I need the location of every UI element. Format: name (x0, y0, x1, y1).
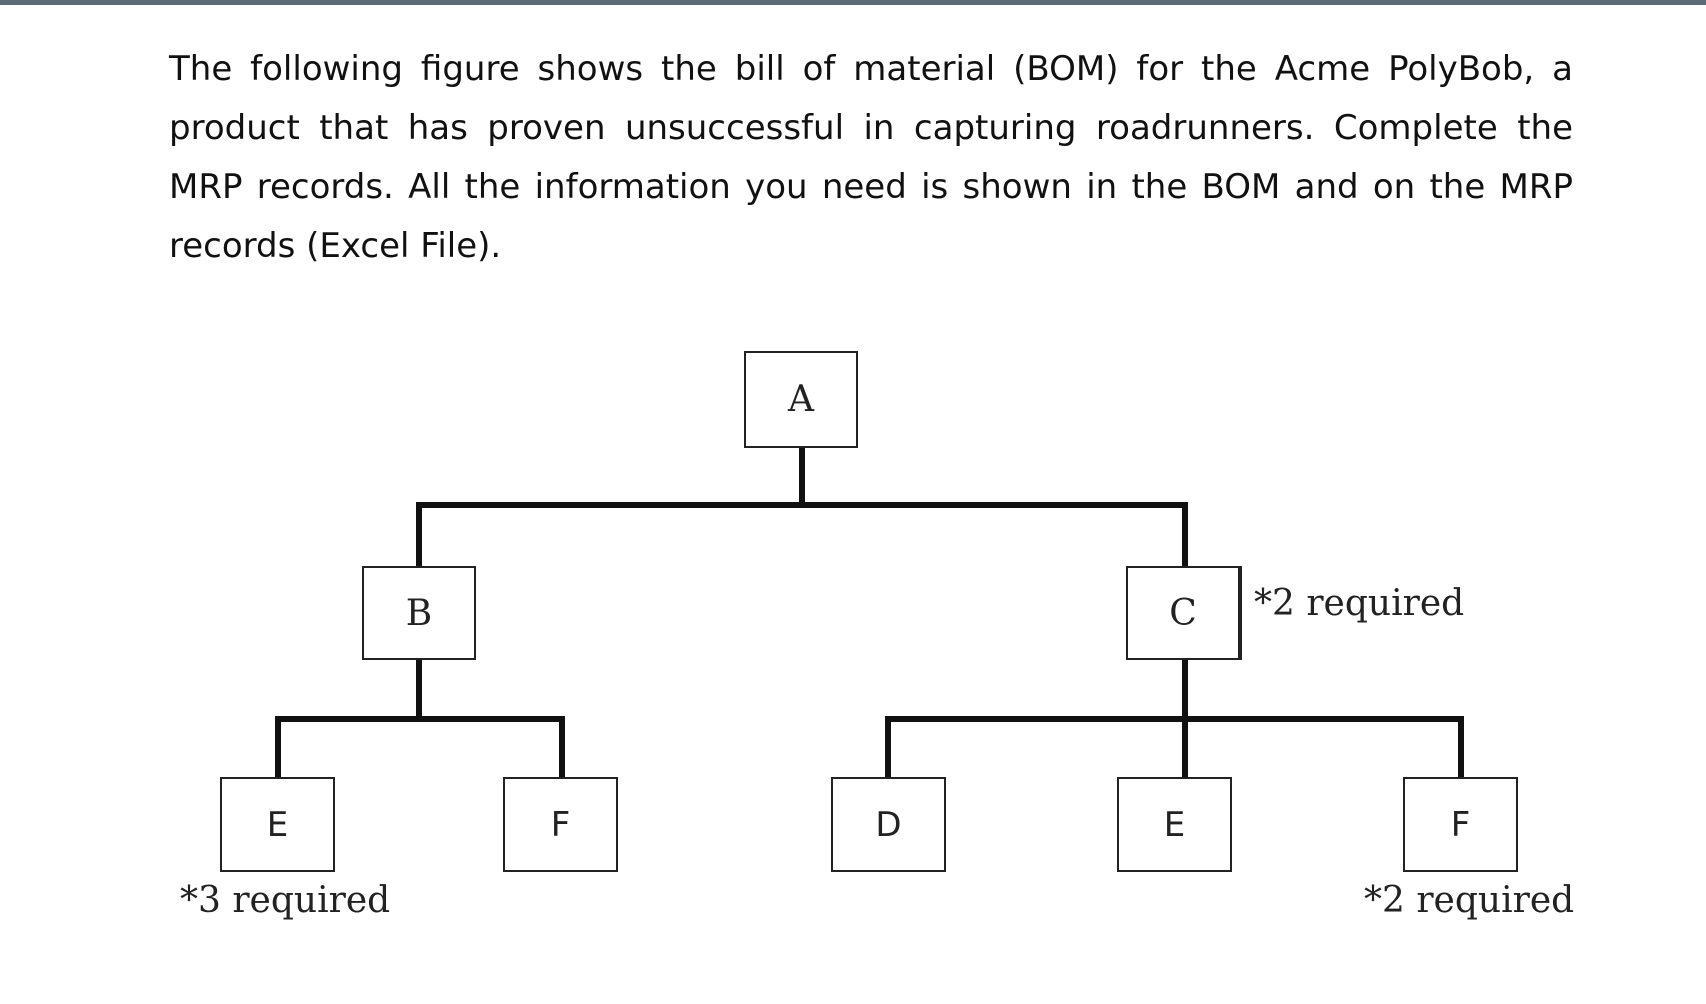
e-quantity-note: *3 required (180, 880, 391, 921)
bom-node-f-under-b: F (503, 777, 618, 872)
bom-node-e-under-b-label: E (266, 804, 289, 845)
bom-node-c: C (1126, 566, 1240, 660)
bom-node-b-label: B (405, 592, 433, 634)
bom-node-f-under-c-label: F (1450, 804, 1471, 845)
c-quantity-note: *2 required (1254, 583, 1465, 624)
bom-node-f-under-b-label: F (550, 804, 571, 845)
problem-statement: The following figure shows the bill of m… (169, 49, 1573, 266)
top-border-bar (0, 0, 1706, 5)
bom-node-e-under-c-label: E (1163, 804, 1186, 845)
bom-node-a: A (744, 351, 858, 448)
f-quantity-note: *2 required (1364, 880, 1575, 921)
bom-node-d: D (831, 777, 946, 872)
bom-node-a-label: A (788, 379, 814, 420)
bom-node-b: B (362, 566, 476, 660)
c-note-separator (1240, 566, 1242, 660)
bom-node-c-label: C (1169, 592, 1197, 634)
bom-node-e-under-b: E (220, 777, 335, 872)
bom-node-f-under-c: F (1403, 777, 1518, 872)
bom-node-e-under-c: E (1117, 777, 1232, 872)
bom-node-d-label: D (875, 804, 902, 845)
